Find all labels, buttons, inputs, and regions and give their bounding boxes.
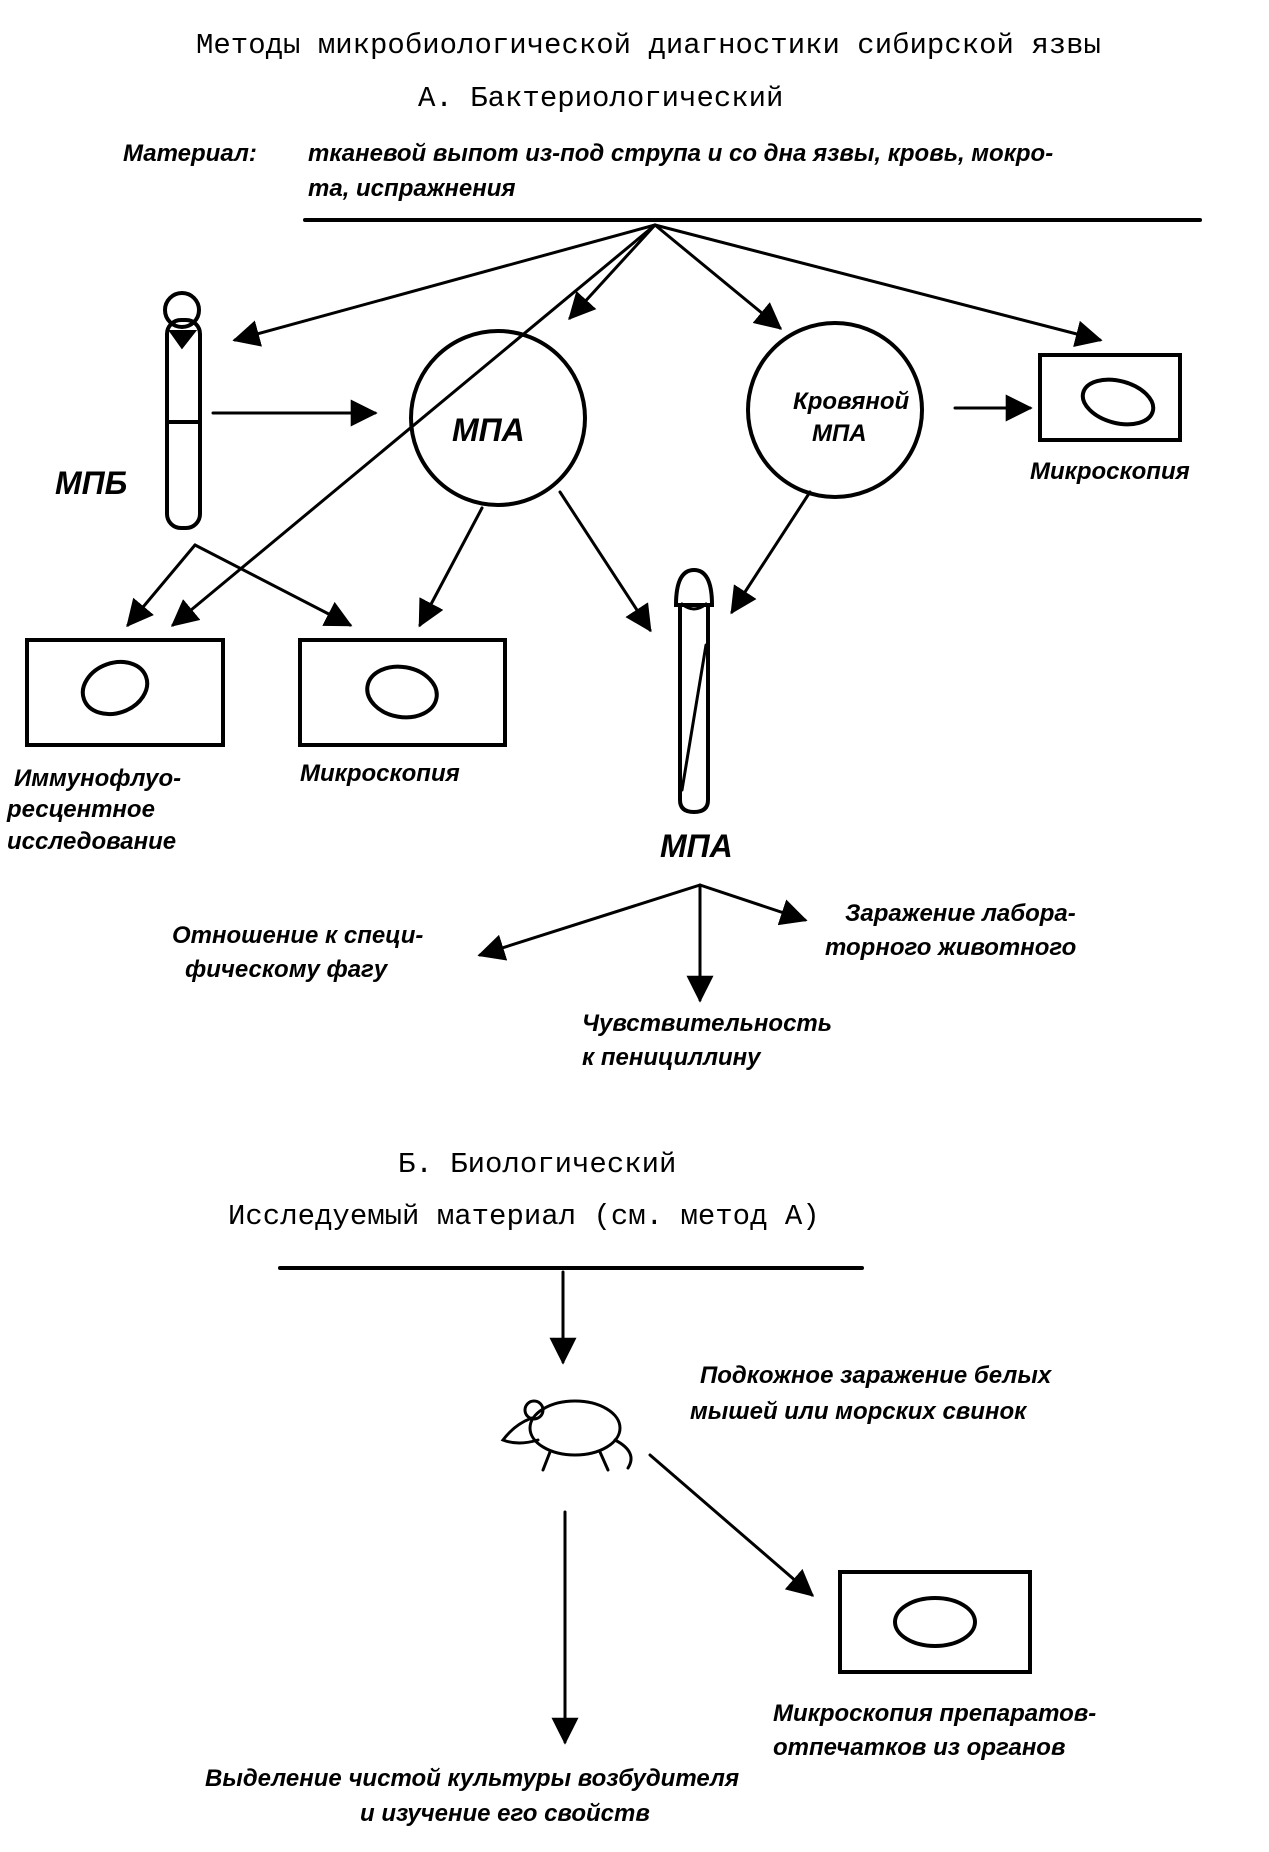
label-mpb: МПБ: [55, 465, 128, 501]
label-microscopy-mid: Микроскопия: [300, 760, 460, 787]
label-smear-2: отпечатков из органов: [773, 1734, 1066, 1761]
material-arrows: [126, 223, 1103, 1003]
arrow-to-microscopy-right: [653, 223, 1103, 347]
material-prefix: Материал:: [123, 140, 257, 167]
label-blood-mpa-1: Кровяной: [793, 388, 910, 415]
arrow-mpb-to-microscopy: [193, 543, 353, 627]
section-b-arrows: [549, 1270, 815, 1745]
mouse-icon: [500, 1399, 633, 1472]
label-immuno-1: Иммунофлуо-: [14, 765, 182, 792]
arrow-mpa-to-microscopy: [418, 506, 484, 628]
arrow-to-mpa-plate: [568, 223, 657, 320]
test-tube-icon: [673, 567, 715, 815]
label-immuno-2: ресцентное: [7, 796, 155, 823]
microscope-slide-icon: [1038, 353, 1182, 442]
arrow-to-phage: [477, 883, 702, 961]
microscope-slide-icon: [298, 638, 507, 747]
material-line-2: та, испражнения: [308, 175, 516, 202]
label-phage-2: фическому фагу: [185, 956, 388, 983]
arrow-to-mpb: [232, 223, 657, 347]
label-blood-mpa-2: МПА: [812, 420, 867, 447]
label-culture-1: Выделение чистой культуры возбудителя: [205, 1765, 740, 1792]
label-immuno-3: исследование: [7, 828, 177, 855]
arrow-to-blood-mpa: [653, 223, 783, 330]
label-mice-2: мышей или морских свинок: [690, 1398, 1027, 1425]
arrow-blood-mpa-to-slant: [730, 490, 812, 615]
label-infection-2: торного животного: [825, 934, 1077, 961]
section-a-heading: А. Бактериологический: [418, 82, 784, 115]
page-title: Методы микробиологической диагностики си…: [196, 29, 1101, 62]
petri-dish-icon: [409, 329, 587, 507]
label-mpa-slant: МПА: [660, 828, 733, 864]
petri-dish-icon: [746, 321, 924, 499]
label-mice-1: Подкожное заражение белых: [700, 1362, 1052, 1389]
arrow-to-smear: [648, 1453, 815, 1597]
label-penicillin-1: Чувствительность: [582, 1010, 833, 1037]
label-microscopy-right: Микроскопия: [1030, 458, 1190, 485]
material-line-1: тканевой выпот из-под струпа и со дна яз…: [308, 140, 1054, 167]
arrow-to-infection: [698, 883, 808, 926]
arrow-mpa-to-slant: [558, 490, 652, 633]
label-infection-1: Заражение лабора-: [845, 900, 1076, 927]
arrow-to-immuno-slide: [170, 223, 657, 627]
section-b-subheading: Исследуемый материал (см. метод А): [228, 1200, 820, 1233]
label-culture-2: и изучение его свойств: [360, 1800, 650, 1827]
label-smear-1: Микроскопия препаратов-: [773, 1700, 1097, 1727]
microscope-slide-icon: [25, 638, 225, 747]
test-tube-icon: [163, 291, 202, 530]
arrow-mpb-to-immuno: [126, 543, 197, 628]
label-penicillin-2: к пенициллину: [582, 1044, 761, 1071]
label-mpa-plate: МПА: [452, 412, 525, 448]
label-phage-1: Отношение к специ-: [172, 922, 424, 949]
microscope-slide-icon: [838, 1570, 1032, 1674]
section-b-heading: Б. Биологический: [398, 1148, 677, 1181]
